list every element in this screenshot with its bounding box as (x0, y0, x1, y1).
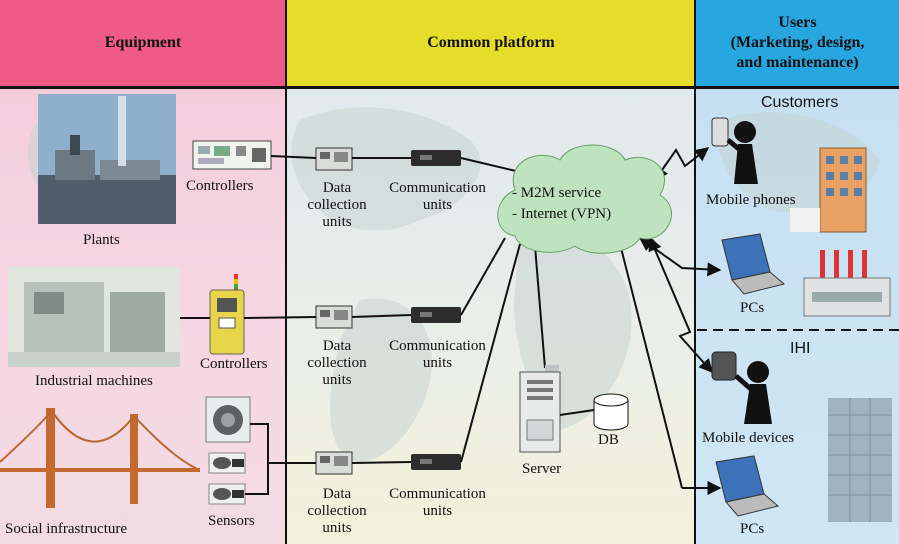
column-divider-1 (285, 0, 287, 544)
data-collection-unit-icon-1 (315, 147, 353, 171)
industrial-machine-image (8, 267, 180, 367)
controllers-label-1: Controllers (186, 178, 254, 194)
sensor-camera-icon (205, 396, 251, 443)
header-divider (0, 86, 899, 89)
communication-unit-icon-1 (411, 150, 461, 166)
person-mobile-device-icon (711, 351, 772, 424)
connection-lines (180, 147, 722, 495)
users-header: Users (Marketing, design, and maintenanc… (696, 0, 899, 86)
communication-unit-icon-2 (411, 307, 461, 323)
sensor-bracket (245, 423, 269, 495)
pcs-label-2: PCs (740, 521, 765, 537)
handheld-controller-icon (209, 274, 245, 355)
laptop-icon-1 (721, 233, 786, 295)
social-infrastructure-label: Social infrastructure (5, 521, 128, 537)
common-platform-header: Common platform (287, 0, 695, 86)
sensor-probe-icon-2 (208, 483, 246, 505)
customers-label: Customers (761, 94, 839, 111)
data-collection-unit-icon-2 (315, 305, 353, 329)
m2m-cloud-shape (497, 144, 672, 254)
server-label: Server (522, 461, 562, 477)
person-mobile-phone-icon (711, 117, 758, 184)
factory-icon (803, 250, 891, 317)
controller-board-icon (192, 140, 272, 170)
sensors-label: Sensors (208, 513, 255, 529)
cloud-label: - M2M service- Internet (VPN) (512, 185, 612, 222)
mobile-phones-label: Mobile phones (706, 192, 796, 208)
column-divider-2 (694, 0, 696, 544)
database-icon (593, 393, 629, 431)
controllers-label-2: Controllers (200, 356, 268, 372)
sensor-probe-icon-1 (208, 452, 246, 474)
office-building-icon (790, 147, 867, 233)
server-icon (519, 365, 561, 453)
plants-image (38, 94, 176, 224)
plants-label: Plants (83, 232, 120, 248)
db-label: DB (598, 432, 619, 448)
pcs-label-1: PCs (740, 300, 765, 316)
communication-unit-icon-3 (411, 454, 461, 470)
industrial-machines-label: Industrial machines (35, 373, 153, 389)
data-collection-unit-icon-3 (315, 451, 353, 475)
ihi-label: IHI (790, 340, 811, 357)
laptop-icon-2 (715, 455, 780, 517)
bridge-image (0, 408, 201, 508)
equipment-header: Equipment (0, 0, 286, 86)
skyscraper-icon (828, 398, 892, 522)
mobile-devices-label: Mobile devices (702, 430, 795, 446)
